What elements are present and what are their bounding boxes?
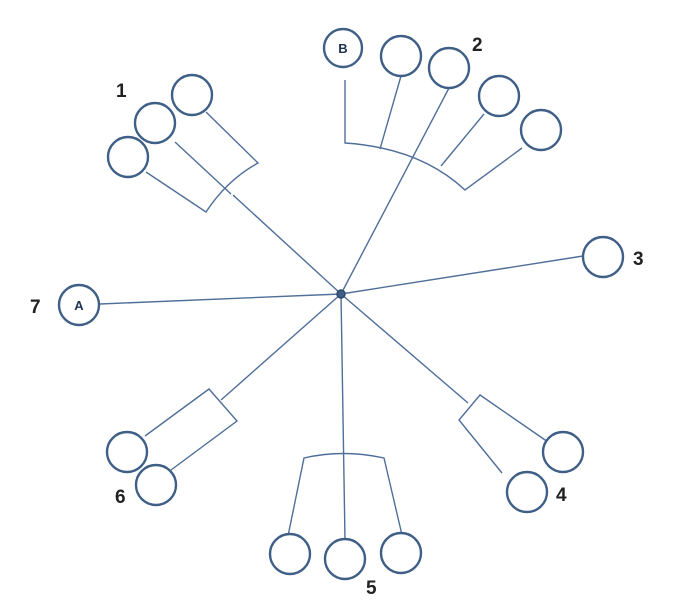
group-2-branch-4 [440,113,485,167]
spoke-group-1 [232,194,342,295]
spokes [99,87,584,541]
group-4-node-lower [505,470,549,514]
group-5-node-right [379,531,423,575]
group-3: 3 [581,235,644,279]
group-5-label: 5 [366,578,377,599]
spoke-group-4 [340,293,469,404]
group-2-node-3 [427,46,471,90]
group-5-node-middle [323,537,367,581]
group-2-bracket [344,80,523,191]
group-2-node-2 [379,34,423,78]
spoke-group-6 [220,293,342,401]
group-1-node-bottom [106,135,150,179]
group-6-label: 6 [115,487,126,508]
central-hub [336,289,346,299]
group-4-bracket [458,394,549,474]
group-3-node [581,235,625,279]
spoke-group-2 [340,87,450,295]
group-3-label: 3 [633,249,644,270]
node-b-label: B [338,41,347,56]
group-1-node-middle [133,101,177,145]
group-2-node-b [322,27,364,69]
group-1-branch [174,141,232,195]
group-5-bracket [287,452,403,537]
spoke-group-3 [340,255,584,295]
group-5-node-left [268,532,312,576]
group-6: 6 [105,388,239,508]
group-7-label: 7 [30,297,41,318]
group-1-label: 1 [116,81,127,102]
group-6-node-lower [134,463,178,507]
node-a-label: A [74,298,84,313]
group-6-bracket [144,388,239,471]
group-7: A 7 [30,283,101,327]
group-7-node-a [57,283,101,327]
group-2-branch-2 [379,75,402,150]
group-4-node-upper [541,430,585,474]
group-4: 4 [458,394,585,514]
group-1-node-top [170,73,214,117]
group-2-node-5 [519,108,563,152]
group-2-label: 2 [472,35,483,56]
group-5: 5 [268,452,423,599]
spoke-group-7 [99,293,342,305]
group-2-node-4 [477,74,521,118]
spoke-group-5 [340,293,346,541]
group-4-label: 4 [556,485,567,506]
group-2: B 2 [322,27,563,191]
group-1-bracket [145,111,260,213]
group-6-node-upper [105,430,149,474]
group-1: 1 [106,73,260,213]
